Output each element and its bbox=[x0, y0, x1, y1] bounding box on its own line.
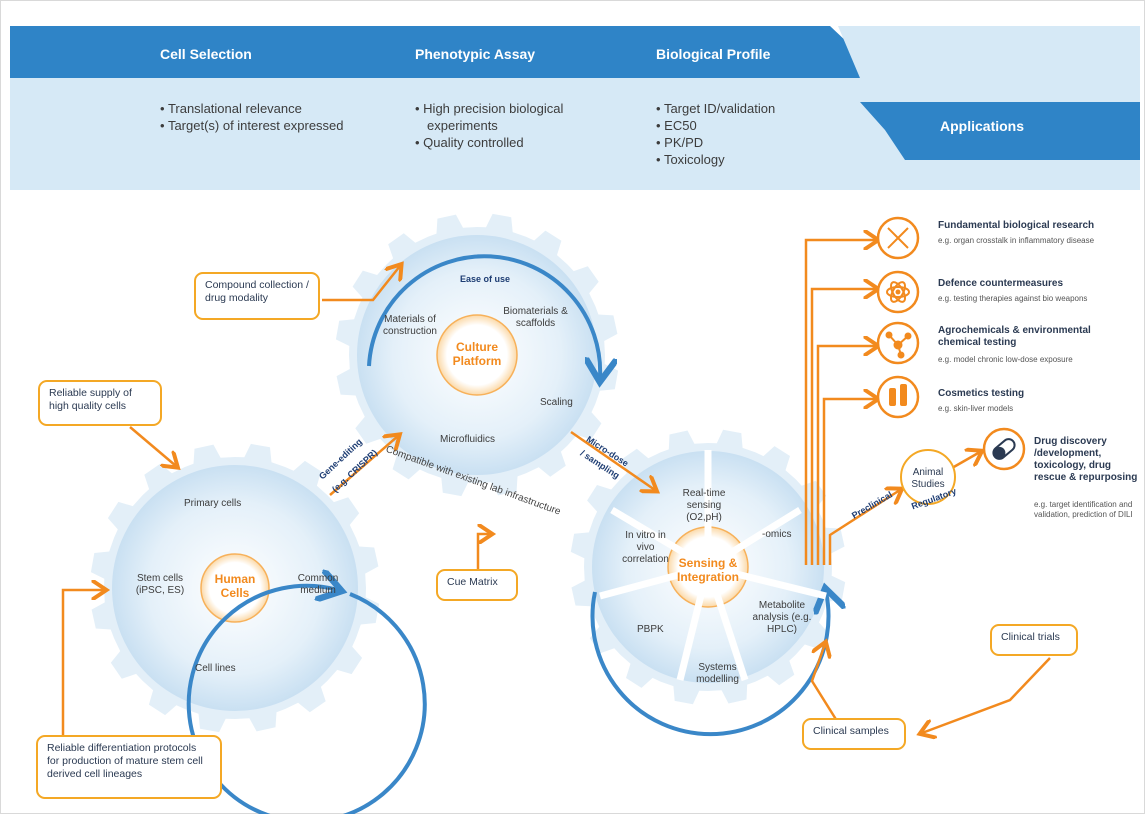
arrow-trials-to-samples bbox=[922, 657, 1051, 733]
cell-lines-label: Cell lines bbox=[195, 663, 236, 674]
bullet: High precision biological experiments bbox=[415, 100, 615, 134]
scaling-label: Scaling bbox=[540, 397, 573, 408]
arrow-to-animal bbox=[828, 490, 900, 565]
stem-cells-label: Stem cells (iPSC, ES) bbox=[135, 573, 185, 596]
arrow-micro-dose bbox=[570, 430, 655, 490]
cosmetics-icon bbox=[876, 375, 920, 419]
phenotypic-assay-bullets: High precision biological experiments Qu… bbox=[415, 100, 615, 151]
human-cells-label: Human Cells bbox=[214, 572, 256, 600]
molecule-glyph bbox=[885, 331, 912, 359]
bullet: Quality controlled bbox=[415, 134, 615, 151]
arrow-supply-to-human bbox=[129, 426, 176, 466]
app-sub-agro: e.g. model chronic low-dose exposure bbox=[938, 355, 1073, 364]
ivivc-label: In vitro in vivo correlation bbox=[622, 530, 669, 565]
cell-selection-bullets: Translational relevance Target(s) of int… bbox=[160, 100, 350, 134]
arrow-to-defence bbox=[810, 289, 876, 565]
sensing-spokes bbox=[599, 450, 827, 682]
human-cells-gear-hub bbox=[200, 553, 270, 623]
app-title-defence: Defence countermeasures bbox=[938, 278, 1064, 289]
steps-band bbox=[10, 26, 885, 78]
primary-cells-label: Primary cells bbox=[184, 498, 242, 509]
arrow-to-cosmetics bbox=[822, 399, 876, 565]
metabolite-label: Metabolite analysis (e.g. HPLC) bbox=[752, 600, 812, 635]
common-medium-label: Common medium bbox=[297, 573, 339, 596]
dna-glyph bbox=[887, 227, 909, 249]
ease-of-use-label: Ease of use bbox=[460, 274, 511, 284]
arrow-animal-to-drug bbox=[951, 452, 980, 470]
sensing-integration-label: Sensing & Integration bbox=[677, 556, 739, 584]
clinical-trials-box: Clinical trials bbox=[990, 624, 1078, 656]
atom-orbit-2 bbox=[890, 281, 906, 303]
app-sub-defence: e.g. testing therapies against bio weapo… bbox=[938, 294, 1088, 303]
arrow-diff-to-human bbox=[61, 590, 104, 740]
arrow-to-agro bbox=[816, 346, 876, 565]
bullet: Translational relevance bbox=[160, 100, 350, 117]
step-title-phenotypic-assay: Phenotypic Assay bbox=[415, 46, 536, 62]
atom-nucleus bbox=[895, 289, 901, 295]
app-sub-fundamental: e.g. organ crosstalk in inflammatory dis… bbox=[938, 236, 1095, 245]
app-sub-cosmetics: e.g. skin-liver models bbox=[938, 404, 1014, 413]
culture-cycle-arrow bbox=[367, 254, 600, 378]
arrow-samples-to-sensing bbox=[810, 644, 844, 730]
culture-platform-label: Culture Platform bbox=[452, 340, 502, 368]
app-title-drug: Drug discovery /development, toxicology,… bbox=[1034, 436, 1138, 483]
bullet: EC50 bbox=[656, 117, 826, 134]
cue-matrix-box: Cue Matrix bbox=[436, 569, 518, 601]
omics-label: -omics bbox=[762, 529, 792, 540]
human-cycle-arrow bbox=[186, 586, 427, 814]
pbpk-label: PBPK bbox=[637, 624, 664, 635]
arrow-gene-editing bbox=[329, 436, 398, 496]
cosmetics-glyph bbox=[889, 384, 907, 406]
culture-platform-gear-hub bbox=[436, 314, 518, 396]
applications-title: Applications bbox=[940, 118, 1025, 134]
app-title-fundamental: Fundamental biological research bbox=[938, 220, 1095, 231]
arrow-cue-matrix bbox=[476, 534, 490, 574]
biomaterials-label: Biomaterials & scaffolds bbox=[503, 306, 568, 329]
biological-profile-bullets: Target ID/validation EC50 PK/PD Toxicolo… bbox=[656, 100, 826, 168]
atom-orbit-3 bbox=[890, 281, 906, 303]
applications-arrow bbox=[860, 102, 1140, 160]
differentiation-protocols-box: Reliable differentiation protocols for p… bbox=[36, 735, 222, 799]
clinical-samples-box: Clinical samples bbox=[802, 718, 906, 750]
capsule-glyph bbox=[992, 438, 1016, 460]
animal-studies-circle bbox=[900, 449, 956, 505]
arrow-compound-to-culture bbox=[322, 266, 400, 302]
step-title-biological-profile: Biological Profile bbox=[656, 46, 771, 62]
app-title-cosmetics: Cosmetics testing bbox=[938, 388, 1025, 399]
compound-collection-box: Compound collection / drug modality bbox=[194, 272, 320, 320]
bullet: Target(s) of interest expressed bbox=[160, 117, 350, 134]
materials-label: Materials of construction bbox=[383, 314, 437, 337]
step-title-cell-selection: Cell Selection bbox=[160, 46, 252, 62]
systems-modelling-label: Systems modelling bbox=[696, 662, 739, 685]
reliable-supply-box: Reliable supply of high quality cells bbox=[38, 380, 162, 426]
atom-orbit-1 bbox=[886, 286, 910, 298]
gears-layer bbox=[90, 213, 846, 733]
bullet: Target ID/validation bbox=[656, 100, 826, 117]
bullet: Toxicology bbox=[656, 151, 826, 168]
app-title-agro: Agrochemicals & environmental chemical t… bbox=[938, 325, 1091, 348]
animal-studies-label: Animal Studies bbox=[911, 467, 945, 490]
human-cells-gear bbox=[90, 443, 380, 733]
realtime-sensing-label: Real-time sensing (O2,pH) bbox=[682, 488, 726, 523]
microfluidics-label: Microfluidics bbox=[440, 434, 496, 445]
connector-arrows bbox=[61, 240, 1051, 740]
bullet: PK/PD bbox=[656, 134, 826, 151]
arrow-to-fundamental bbox=[804, 240, 876, 565]
app-sub-drug: e.g. target identification and validatio… bbox=[1034, 500, 1133, 519]
